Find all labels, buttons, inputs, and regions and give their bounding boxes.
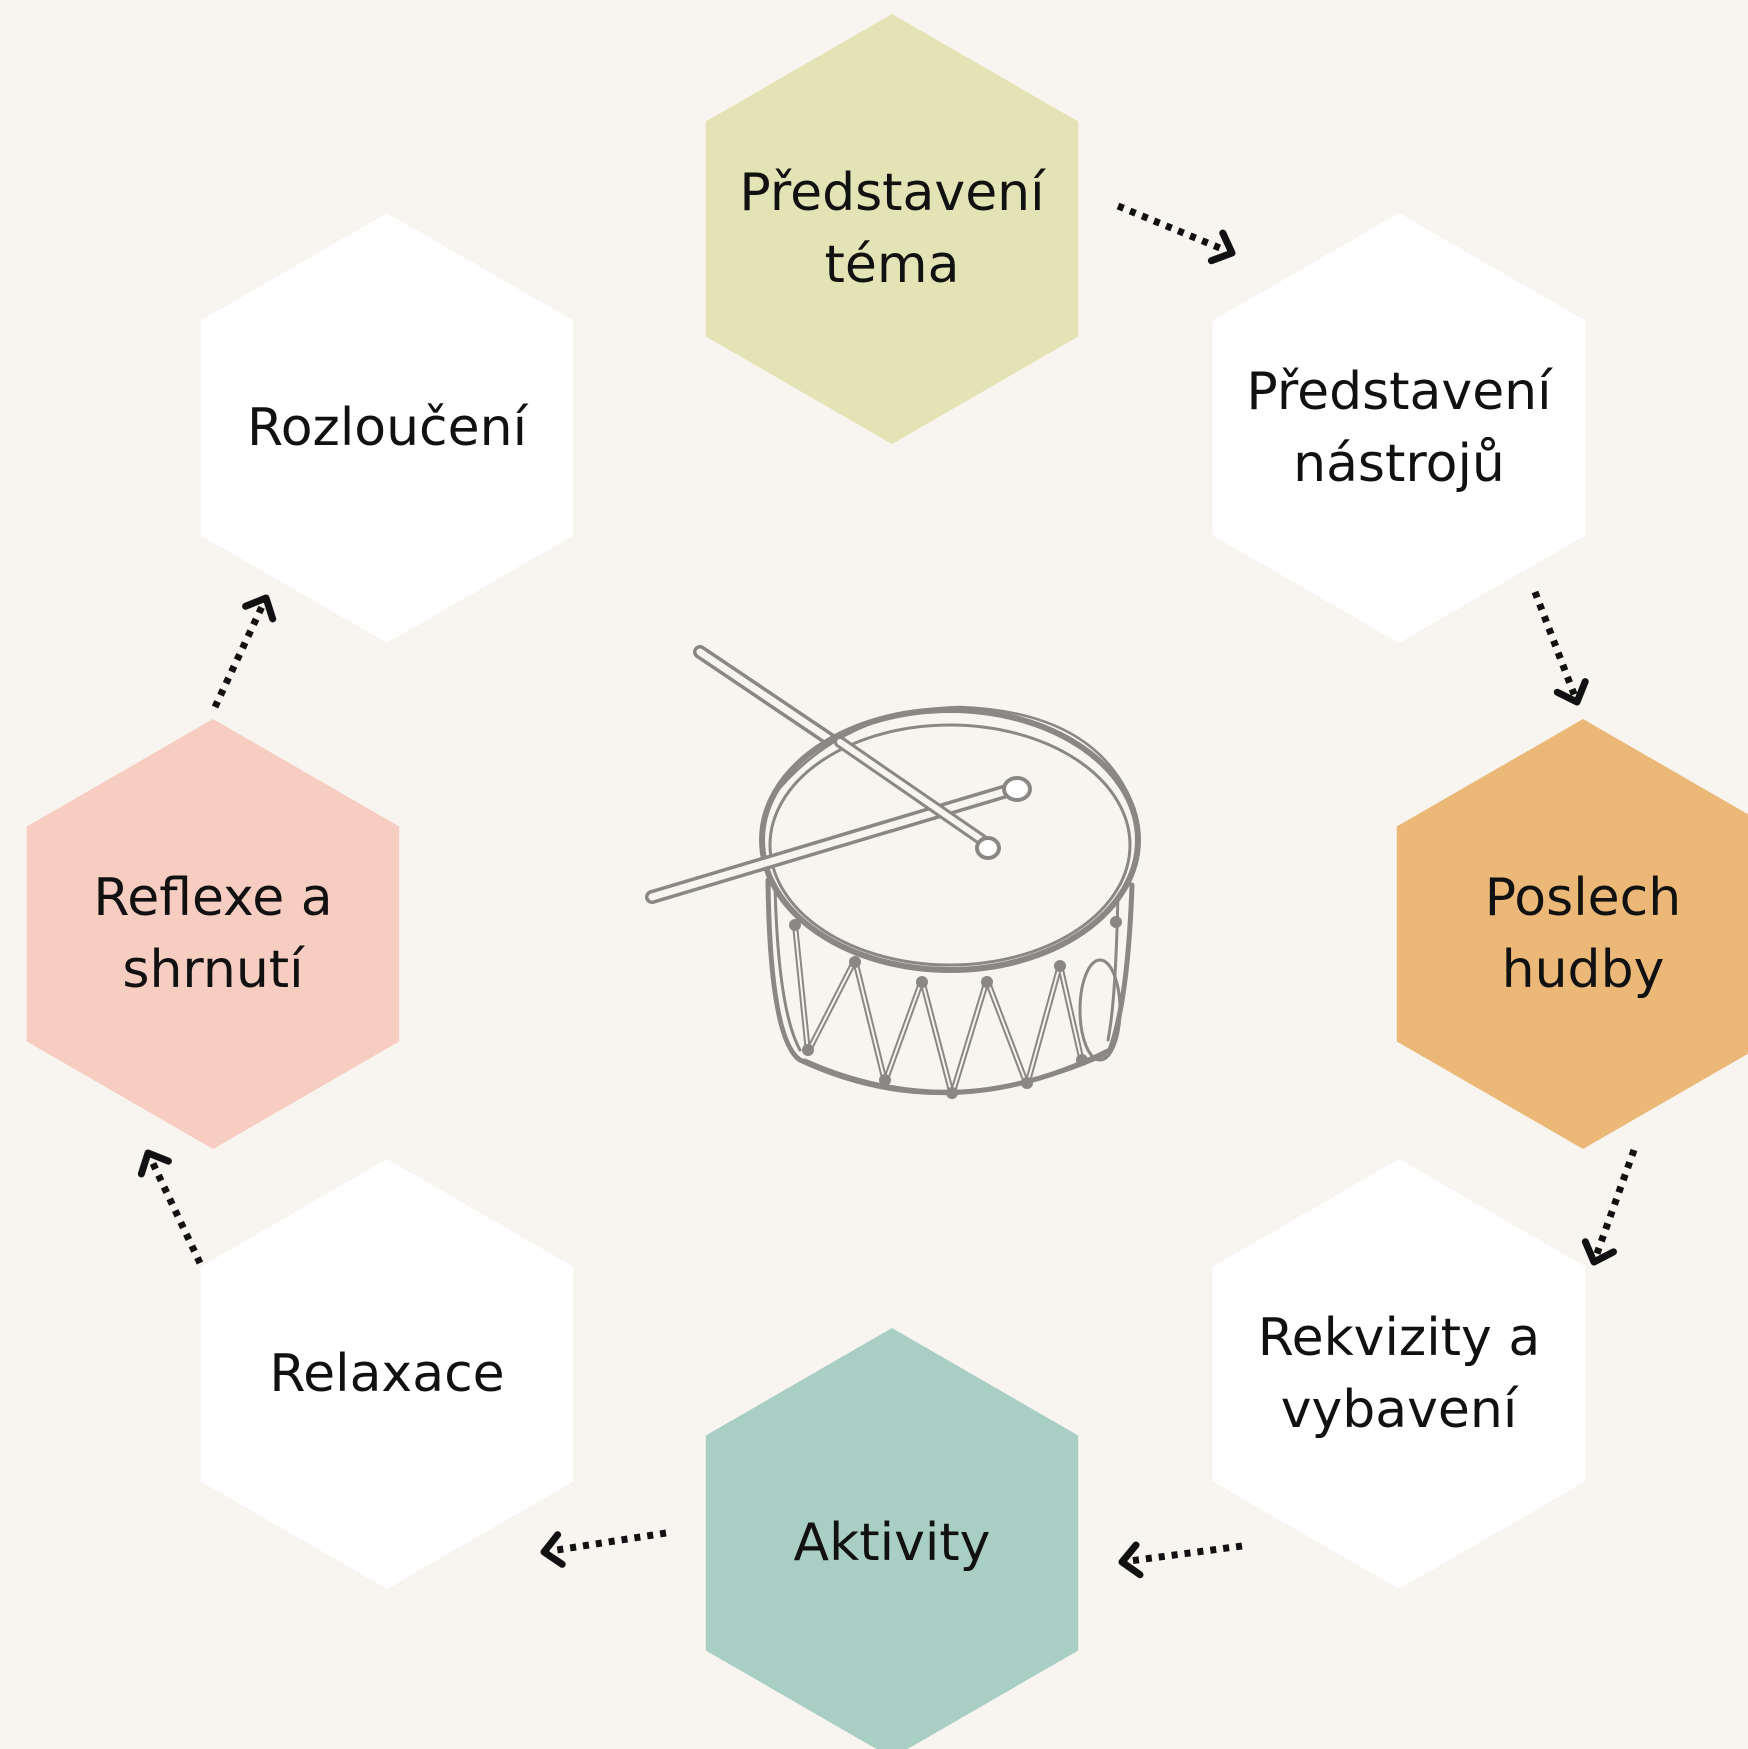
hexagon-poslech-hudby: [1396, 719, 1748, 1149]
step-label-line: Rekvizity a: [1257, 1308, 1541, 1368]
dotted-arrow-5: [540, 1529, 667, 1568]
dotted-arrow-4: [1118, 1541, 1243, 1579]
step-label-rozlouceni: Rozloučení: [217, 392, 557, 464]
arrowhead: [1553, 678, 1589, 706]
arrowhead: [137, 1149, 172, 1178]
drum-with-sticks-icon: [645, 645, 1141, 1099]
dotted-arrow-7: [211, 594, 277, 709]
step-label-aktivity: Aktivity: [722, 1507, 1062, 1579]
step-label-line: Rozloučení: [246, 398, 528, 458]
dotted-arrow-1: [1116, 202, 1236, 265]
hexagon-reflexe-a-shrnuti: [26, 719, 400, 1149]
arrowhead: [540, 1531, 566, 1568]
step-label-line: vybavení: [1280, 1380, 1518, 1440]
hexagon-predstaveni-tema: [705, 14, 1079, 444]
step-label-predstaveni-nastroju: Představení nástrojů: [1229, 356, 1569, 500]
hexagon-layer: [26, 14, 1748, 1749]
hexagon-rekvizity-a-vybaveni: [1212, 1159, 1586, 1589]
arrow-layer: [137, 202, 1638, 1579]
dotted-arrow-2: [1531, 590, 1589, 706]
hexagon-relaxace: [200, 1159, 574, 1589]
step-label-line: Aktivity: [793, 1513, 991, 1573]
step-label-line: Relaxace: [269, 1344, 505, 1404]
step-label-line: Poslech: [1484, 868, 1682, 928]
step-label-line: shrnutí: [122, 940, 304, 1000]
step-label-line: nástrojů: [1293, 434, 1505, 494]
step-label-predstaveni-tema: Představení téma: [722, 157, 1062, 301]
hexagon-predstaveni-nastroju: [1212, 213, 1586, 643]
arrowhead: [1581, 1238, 1618, 1266]
arrowhead: [1207, 229, 1236, 265]
step-label-line: Reflexe a: [93, 868, 333, 928]
step-label-rekvizity-a-vybaveni: Rekvizity a vybavení: [1229, 1302, 1569, 1446]
step-label-line: Představení: [739, 163, 1045, 223]
arrowhead: [242, 594, 277, 623]
step-label-line: hudby: [1501, 940, 1665, 1000]
dotted-arrow-6: [137, 1149, 204, 1265]
step-label-reflexe-a-shrnuti: Reflexe a shrnutí: [43, 862, 383, 1006]
hexagon-rozlouceni: [200, 213, 574, 643]
step-label-line: Představení: [1246, 362, 1552, 422]
arrowhead: [1118, 1541, 1144, 1579]
drum-top-rim: [759, 707, 1141, 973]
dotted-arrow-3: [1581, 1148, 1638, 1266]
step-label-poslech-hudby: Poslech hudby: [1413, 862, 1748, 1006]
step-label-relaxace: Relaxace: [217, 1338, 557, 1410]
step-label-line: téma: [824, 235, 960, 295]
hexagon-aktivity: [705, 1328, 1079, 1749]
